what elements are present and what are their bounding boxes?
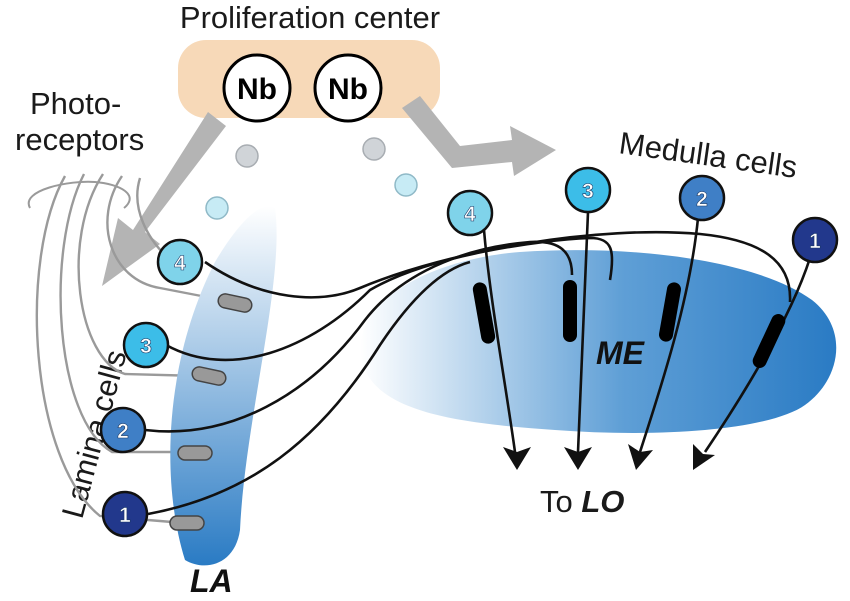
photoreceptor-axon bbox=[77, 173, 201, 378]
output-arrowhead bbox=[503, 447, 531, 470]
svg-text:2: 2 bbox=[117, 420, 129, 443]
neuroblast: Nb bbox=[222, 53, 292, 123]
lamina-cell-axon bbox=[144, 240, 574, 433]
progenitor-cell bbox=[235, 144, 259, 168]
medulla-label: ME bbox=[596, 335, 646, 371]
lamina-cell-2: 2 bbox=[99, 406, 147, 454]
svg-text:1: 1 bbox=[809, 230, 821, 253]
output-arrowhead bbox=[693, 444, 715, 470]
svg-text:4: 4 bbox=[174, 252, 186, 275]
medulla-synapse bbox=[563, 280, 577, 342]
lamina-cell-3: 3 bbox=[122, 321, 170, 369]
photoreceptor-axon bbox=[35, 175, 173, 524]
progenitor-cell bbox=[394, 173, 418, 197]
photoreceptors-label-line2: receptors bbox=[15, 122, 144, 157]
lobula-label: LO bbox=[581, 484, 624, 519]
to-lo-label: To LO bbox=[540, 484, 624, 519]
lamina-synapse bbox=[169, 515, 205, 531]
medulla-cell-axon bbox=[576, 211, 590, 453]
lamina-label: LA bbox=[190, 563, 233, 599]
medulla-cell-axon bbox=[638, 217, 700, 453]
photoreceptors-label-line1: Photo- bbox=[30, 86, 121, 121]
progenitor-cell bbox=[205, 196, 229, 220]
svg-text:2: 2 bbox=[696, 188, 708, 211]
lamina-synapse bbox=[191, 366, 227, 386]
output-arrowhead bbox=[628, 444, 653, 470]
medulla-cell-2: 2 bbox=[678, 174, 726, 222]
lamina-cell-1: 1 bbox=[101, 490, 149, 538]
medulla-synapse bbox=[752, 314, 786, 368]
lamina-synapse bbox=[217, 293, 253, 313]
medulla-cell-1: 1 bbox=[791, 216, 839, 264]
medulla-lineage-arrow bbox=[402, 96, 556, 176]
photoreceptor-axon bbox=[59, 173, 180, 454]
svg-text:4: 4 bbox=[464, 203, 476, 226]
neuroblast: Nb bbox=[313, 53, 383, 123]
photoreceptor-axon bbox=[106, 175, 223, 302]
lamina-cell-axon bbox=[165, 236, 614, 362]
lamina-cell-axon bbox=[147, 260, 471, 516]
proliferation-center-box bbox=[178, 40, 440, 118]
proliferation-center-label: Proliferation center bbox=[180, 0, 440, 35]
svg-text:3: 3 bbox=[140, 335, 152, 358]
output-arrowhead bbox=[564, 447, 592, 470]
lamina-lineage-arrow bbox=[102, 112, 226, 286]
svg-text:1: 1 bbox=[119, 504, 131, 527]
svg-text:Nb: Nb bbox=[328, 73, 368, 106]
svg-text:Nb: Nb bbox=[237, 73, 277, 106]
medulla-synapse bbox=[472, 282, 496, 344]
medulla-cell-axon bbox=[482, 229, 517, 453]
lamina-synapse bbox=[177, 445, 213, 461]
progenitor-cell bbox=[362, 137, 386, 161]
lamina-neuropil bbox=[170, 206, 277, 566]
medulla-cell-3: 3 bbox=[564, 166, 612, 214]
medulla-synapse bbox=[659, 282, 681, 342]
photoreceptor-bundle-ring bbox=[27, 180, 131, 209]
medulla-cell-4: 4 bbox=[446, 189, 494, 237]
lamina-cell-4: 4 bbox=[156, 238, 204, 286]
svg-text:3: 3 bbox=[582, 180, 594, 203]
